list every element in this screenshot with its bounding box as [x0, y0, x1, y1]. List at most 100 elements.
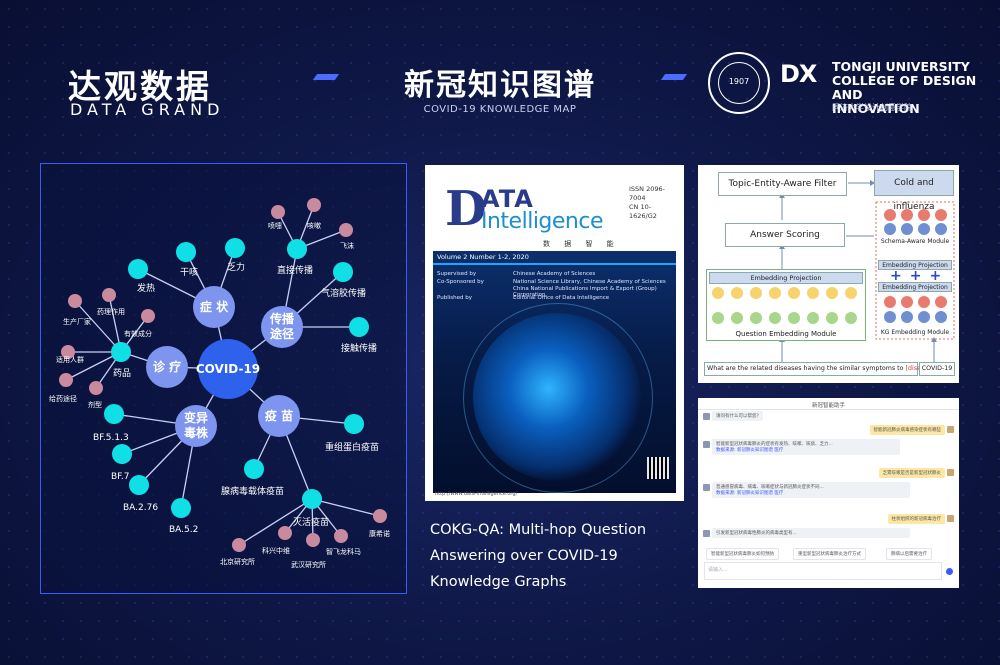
cover-row-value: Chinese Academy of Sciences	[513, 271, 596, 277]
label-ba276: BA.2.76	[123, 503, 158, 513]
chat-message-user: 柱状组织的新冠病毒治疗	[887, 514, 945, 524]
hub-variant-label-2: 毒株	[184, 425, 209, 440]
cover-logo-intelligence: Intelligence	[481, 209, 604, 234]
bot-avatar	[703, 484, 710, 491]
knowledge-graph-svg: COVID-19 症 状 诊 疗 疫 苗 传播 途径 变异 毒株 发热 干咳 乏…	[49, 198, 390, 569]
suggestion-chip[interactable]: 智能新型冠状病毒肺炎如何预防	[706, 548, 779, 560]
chat-message-text: 普通感冒病毒、病毒、咳嗽症状与新冠肺炎症状不同...	[716, 485, 824, 490]
label-bf513: BF.5.1.3	[93, 433, 129, 443]
label-ba52: BA.5.2	[169, 525, 198, 535]
embedding-projection-schema: Embedding Projection	[878, 260, 952, 270]
chat-divider	[698, 409, 959, 410]
embedding-token-icon	[788, 312, 800, 324]
embedding-token-icon	[918, 311, 930, 323]
topic-entity-box: COVID-19	[919, 362, 955, 376]
label-zhifei: 智飞龙科马	[326, 547, 361, 556]
graph-hub-nodes	[146, 286, 303, 447]
datagrand-logo-cn: 达观数据	[68, 67, 212, 106]
label-fatigue: 乏力	[227, 261, 245, 273]
cover-body: Volume 2 Number 1-2, 2020 Supervised by …	[433, 251, 676, 493]
embedding-token-icon	[935, 209, 947, 221]
architecture-diagram-panel: Topic-Entity-Aware Filter Cold and influ…	[698, 165, 959, 383]
center-label: COVID-19	[196, 362, 260, 376]
label-droplet: 飞沫	[340, 241, 354, 250]
plus-icon: +	[890, 268, 910, 284]
hub-spread-label-1: 传播	[269, 311, 295, 326]
embedding-token-icon	[826, 287, 838, 299]
label-ingredient: 有效成分	[124, 329, 152, 338]
label-route: 给药途径	[49, 394, 77, 403]
user-avatar	[947, 426, 954, 433]
journal-cover-panel: D ATA Intelligence 数 据 智 能 ISSN 2096-700…	[425, 165, 684, 501]
embedding-token-icon	[901, 223, 913, 235]
embedding-token-icon	[807, 312, 819, 324]
hub-vaccine-label: 疫 苗	[265, 408, 293, 423]
embedding-token-icon	[935, 296, 947, 308]
label-maker: 生产厂家	[63, 317, 91, 326]
bot-avatar	[703, 413, 710, 420]
label-wuhan: 武汉研究所	[291, 560, 326, 569]
topic-entity-filter-box: Topic-Entity-Aware Filter	[718, 172, 847, 196]
question-module-label: Question Embedding Module	[735, 330, 837, 338]
label-kexing: 科兴中维	[262, 546, 290, 555]
kg-module-label: KG Embedding Module	[880, 329, 950, 336]
label-dry-cough: 干咳	[180, 266, 198, 278]
cover-logo-ata: ATA	[481, 185, 534, 213]
chat-title: 新冠智能助手	[811, 403, 845, 409]
user-avatar	[947, 469, 954, 476]
embedding-token-icon	[901, 311, 913, 323]
label-sneeze: 喷嚏	[268, 221, 282, 230]
caption-line-2: Answering over COVID-19	[430, 548, 618, 564]
cover-url: http://www.data-intelligence.org/	[435, 491, 518, 497]
plus-icon: +	[909, 268, 930, 284]
graph-leaf-labels: 发热 干咳 乏力 喷嚏 咳嗽 飞沫 直接传播 气溶胶传播 接触传播 药品 药理作…	[49, 221, 390, 569]
label-kangxi: 康希诺	[369, 529, 390, 538]
tongji-seal-logo: 1907	[708, 52, 770, 114]
cover-volume: Volume 2 Number 1-2, 2020	[437, 253, 529, 261]
bot-avatar	[703, 530, 710, 537]
embedding-projection-kg: Embedding Projection	[878, 282, 952, 292]
embedding-token-icon	[918, 209, 930, 221]
embedding-token-icon	[731, 312, 743, 324]
page-subtitle: COVID-19 KNOWLEDGE MAP	[423, 104, 577, 115]
label-protein: 重组蛋白疫苗	[325, 441, 379, 453]
cover-header: D ATA Intelligence 数 据 智 能 ISSN 2096-700…	[433, 171, 676, 251]
caption-line-1: COKG-QA: Multi-hop Question	[430, 522, 647, 538]
paper-caption: COKG-QA: Multi-hop Question Answering ov…	[430, 517, 690, 595]
chat-message-bot: 请问有什么可以帮您?	[712, 411, 763, 421]
hub-spread-label-2: 途径	[270, 326, 294, 341]
cover-row-value: China National Publications Import & Exp…	[513, 286, 657, 298]
suggestion-chip[interactable]: 肺病以后需要治疗	[886, 548, 932, 560]
embedding-token-icon	[884, 209, 896, 221]
label-form: 剂型	[88, 400, 102, 409]
label-bf7: BF.7	[111, 472, 130, 482]
graph-center-node	[198, 339, 258, 399]
chat-message-source: 数据来源: 新冠肺炎知识图谱 医疗	[716, 491, 784, 496]
embedding-token-icon	[826, 312, 838, 324]
chat-message-user: 智能新冠肺炎病毒感染症状有哪些	[869, 425, 945, 435]
label-pharma: 药理作用	[97, 307, 125, 316]
page-title: 新冠知识图谱	[404, 68, 596, 103]
embedding-token-icon	[769, 287, 781, 299]
plus-icon: +	[929, 268, 950, 284]
college-name-line2: INNOVATION	[832, 101, 920, 116]
cover-row-value: National Science Library, Chinese Academ…	[513, 279, 666, 285]
globe-ring	[463, 303, 653, 493]
label-fever: 发热	[137, 282, 155, 294]
hub-variant-label-1: 变异	[184, 410, 208, 425]
globe-image	[473, 313, 641, 481]
embedding-token-icon	[884, 296, 896, 308]
suggestion-chip[interactable]: 重型新型冠状病毒肺炎治疗方式	[793, 548, 866, 560]
cn-text: CN 10-1626/G2	[629, 203, 657, 220]
knowledge-graph-panel: COVID-19 症 状 诊 疗 疫 苗 传播 途径 变异 毒株 发热 干咳 乏…	[40, 163, 407, 594]
embedding-token-icon	[845, 287, 857, 299]
dx-logo: DX	[780, 60, 817, 88]
embedding-token-icon	[935, 223, 947, 235]
embedding-token-icon	[901, 296, 913, 308]
chat-input[interactable]: 请输入...	[704, 562, 942, 580]
label-direct: 直接传播	[277, 264, 313, 276]
send-icon[interactable]	[946, 568, 953, 575]
embedding-token-icon	[918, 223, 930, 235]
label-people: 适用人群	[56, 355, 84, 364]
university-name: TONGJI UNIVERSITY	[832, 59, 970, 74]
